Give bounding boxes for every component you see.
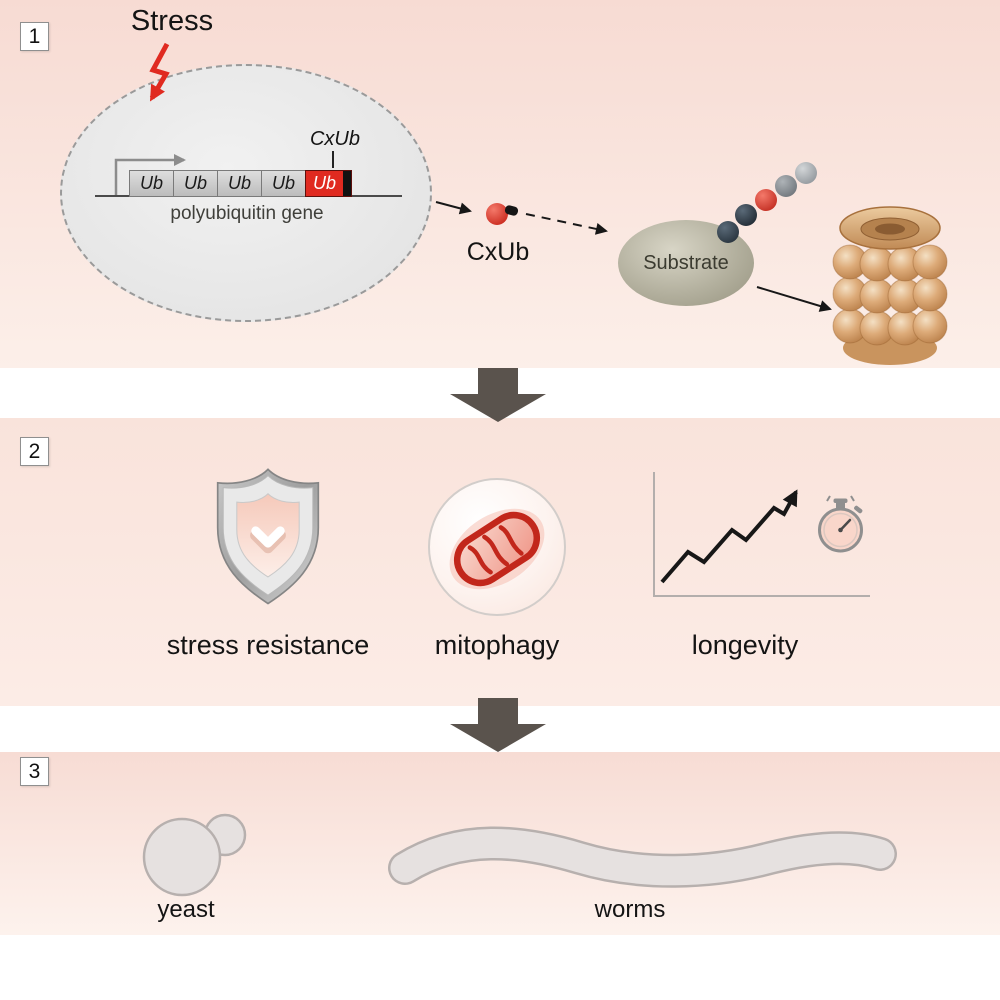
longevity-graph-icon	[653, 472, 870, 597]
down-arrow-icon-2	[450, 698, 546, 752]
mitochondrion-icon	[449, 508, 545, 590]
panel-3-number: 3	[20, 757, 49, 786]
worms-label: worms	[594, 896, 666, 923]
graph-axes	[653, 472, 870, 597]
cxub-molecule-icon	[486, 203, 508, 225]
ubiquitin-chain-sphere-dark-2	[735, 204, 757, 226]
stress-label: Stress	[130, 5, 214, 37]
polyubiquitin-gene-caption: polyubiquitin gene	[170, 203, 324, 224]
mitophagy-circle	[428, 478, 566, 616]
ub-gene-box-label: Ub	[271, 173, 295, 193]
rising-trend-arrow	[660, 489, 798, 584]
ub-gene-box-label: Ub	[139, 173, 163, 193]
cxub-gene-box-label: Ub	[312, 173, 336, 193]
ubiquitin-chain-sphere-gray-2	[795, 162, 817, 184]
worm-icon	[388, 826, 897, 888]
ubiquitin-chain-sphere-gray-1	[775, 175, 797, 197]
cxub-molecule-label: CxUb	[466, 238, 530, 266]
panel-1-number: 1	[20, 22, 49, 51]
substrate-label: Substrate	[643, 251, 729, 274]
ub-gene-box-label: Ub	[227, 173, 251, 193]
stopwatch-icon	[818, 495, 863, 553]
yeast-label: yeast	[157, 896, 215, 923]
ub-gene-box-label: Ub	[183, 173, 207, 193]
ub-gene-box-3: Ub	[217, 170, 262, 197]
mitophagy-label: mitophagy	[434, 630, 560, 660]
ubiquitin-chain-sphere-red	[755, 189, 777, 211]
ub-gene-box-2: Ub	[173, 170, 218, 197]
shield-icon	[216, 468, 320, 605]
ubiquitin-chain-sphere-dark-1	[717, 221, 739, 243]
longevity-label: longevity	[691, 630, 799, 660]
gene-cxub-callout-tick	[332, 151, 334, 168]
proteasome-icon	[832, 206, 948, 365]
ub-gene-box-1: Ub	[129, 170, 174, 197]
cxub-gene-box: Ub	[305, 170, 352, 197]
yeast-icon	[142, 813, 247, 897]
down-arrow-icon-1	[450, 368, 546, 422]
stress-resistance-label: stress resistance	[166, 630, 370, 660]
panel-2-number: 2	[20, 437, 49, 466]
ub-gene-box-4: Ub	[261, 170, 306, 197]
gene-cxub-callout: CxUb	[309, 128, 360, 150]
cxub-gene-box-end	[343, 171, 351, 196]
